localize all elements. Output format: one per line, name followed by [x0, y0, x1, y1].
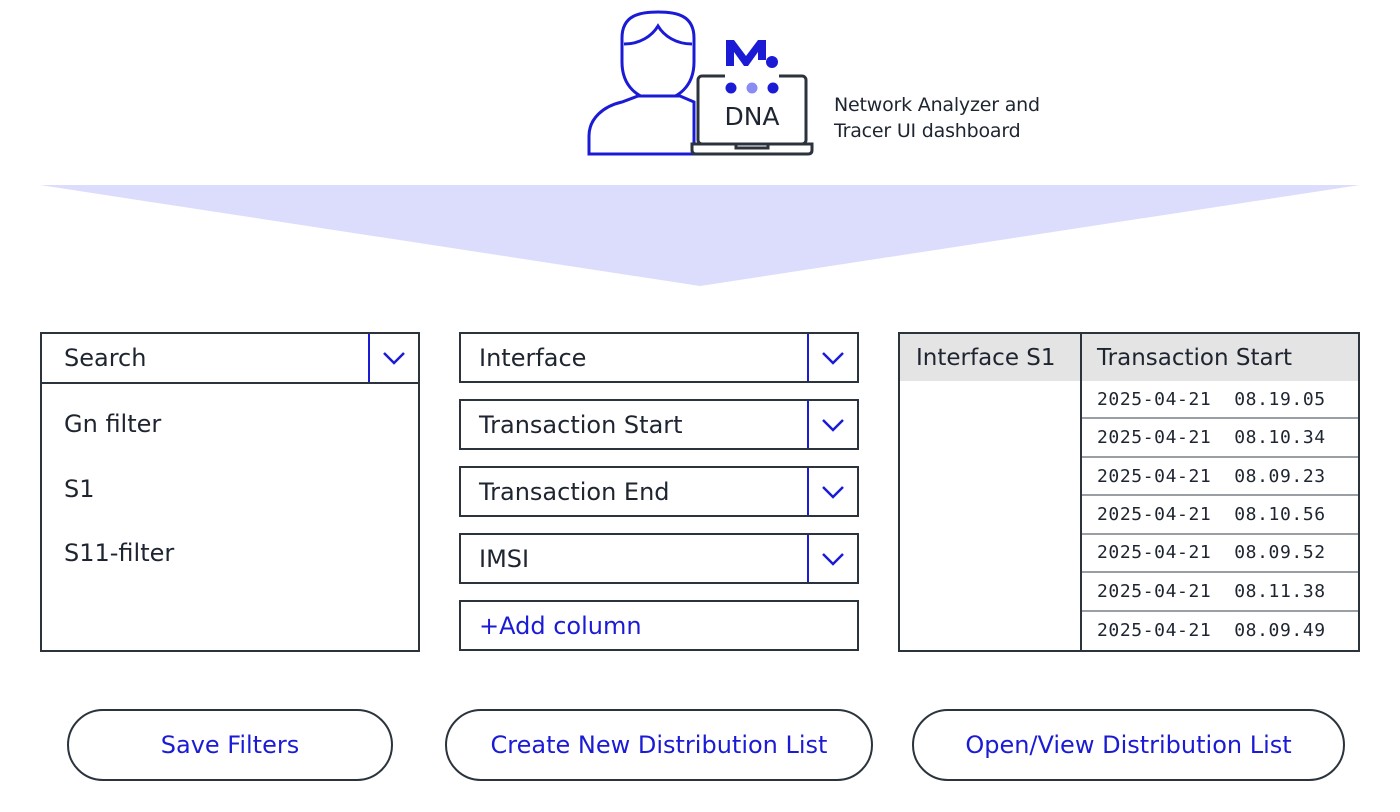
search-bar [42, 334, 418, 384]
create-distribution-list-button[interactable]: Create New Distribution List [445, 709, 873, 781]
chevron-down-icon [822, 351, 844, 365]
table-header: Interface S1 Transaction Start [900, 334, 1358, 381]
filter-list: Gn filter S1 S11-filter [42, 384, 418, 602]
column-dropdown-transaction-end[interactable]: Transaction End [459, 466, 859, 517]
chevron-down-icon [822, 552, 844, 566]
caption-line-2: Tracer UI dashboard [834, 120, 1021, 142]
filter-item-s11[interactable]: S11-filter [64, 539, 175, 567]
search-input[interactable] [42, 334, 368, 382]
column-dropdown-imsi[interactable]: IMSI [459, 533, 859, 584]
table-cell: 2025-04-21 08.10.34 [1082, 419, 1358, 458]
search-panel: Gn filter S1 S11-filter [40, 332, 420, 652]
dropdown-toggle[interactable] [807, 468, 857, 515]
user-icon [587, 10, 700, 156]
save-filters-button[interactable]: Save Filters [67, 709, 393, 781]
table-cell: 2025-04-21 08.09.23 [1082, 458, 1358, 497]
chevron-down-icon [383, 352, 405, 365]
dropdown-toggle[interactable] [807, 334, 857, 381]
column-header-transaction-start[interactable]: Transaction Start [1097, 344, 1293, 371]
laptop-icon [690, 74, 814, 156]
laptop-screen-label: DNA [724, 102, 780, 131]
table-cell: 2025-04-21 08.11.38 [1082, 573, 1358, 612]
chevron-down-icon [822, 485, 844, 499]
dropdown-label: Transaction Start [479, 410, 683, 439]
dropdown-label: Interface [479, 343, 587, 372]
illustration-caption: Network Analyzer and Tracer UI dashboard [834, 92, 1040, 144]
dashboard-illustration [40, 10, 1360, 286]
table-cell: 2025-04-21 08.09.52 [1082, 535, 1358, 574]
column-header-interface[interactable]: Interface S1 [900, 334, 1082, 381]
funnel-shape [40, 185, 1360, 286]
dropdown-toggle[interactable] [807, 401, 857, 448]
interface-column [900, 381, 1082, 650]
open-view-distribution-list-button[interactable]: Open/View Distribution List [912, 709, 1345, 781]
table-cell: 2025-04-21 08.19.05 [1082, 381, 1358, 420]
dropdown-label: Transaction End [479, 477, 670, 506]
search-dropdown-toggle[interactable] [368, 334, 418, 382]
chevron-down-icon [822, 418, 844, 432]
column-dropdown-transaction-start[interactable]: Transaction Start [459, 399, 859, 450]
filter-item-gn[interactable]: Gn filter [64, 410, 162, 438]
filter-item-s1[interactable]: S1 [64, 474, 95, 503]
dropdown-label: IMSI [479, 544, 530, 573]
results-table: Interface S1 Transaction Start 2025-04-2… [898, 332, 1360, 652]
column-dropdown-interface[interactable]: Interface [459, 332, 859, 383]
brand-logo-icon [725, 40, 779, 94]
table-cell: 2025-04-21 08.09.49 [1097, 620, 1326, 642]
table-body: 2025-04-21 08.19.05 2025-04-21 08.10.34 … [900, 381, 1358, 650]
caption-line-1: Network Analyzer and [834, 94, 1040, 116]
add-column-button[interactable]: +Add column [459, 600, 859, 651]
table-cell: 2025-04-21 08.10.56 [1082, 496, 1358, 535]
transaction-start-column: 2025-04-21 08.19.05 2025-04-21 08.10.34 … [1082, 381, 1358, 650]
dropdown-toggle[interactable] [807, 535, 857, 582]
